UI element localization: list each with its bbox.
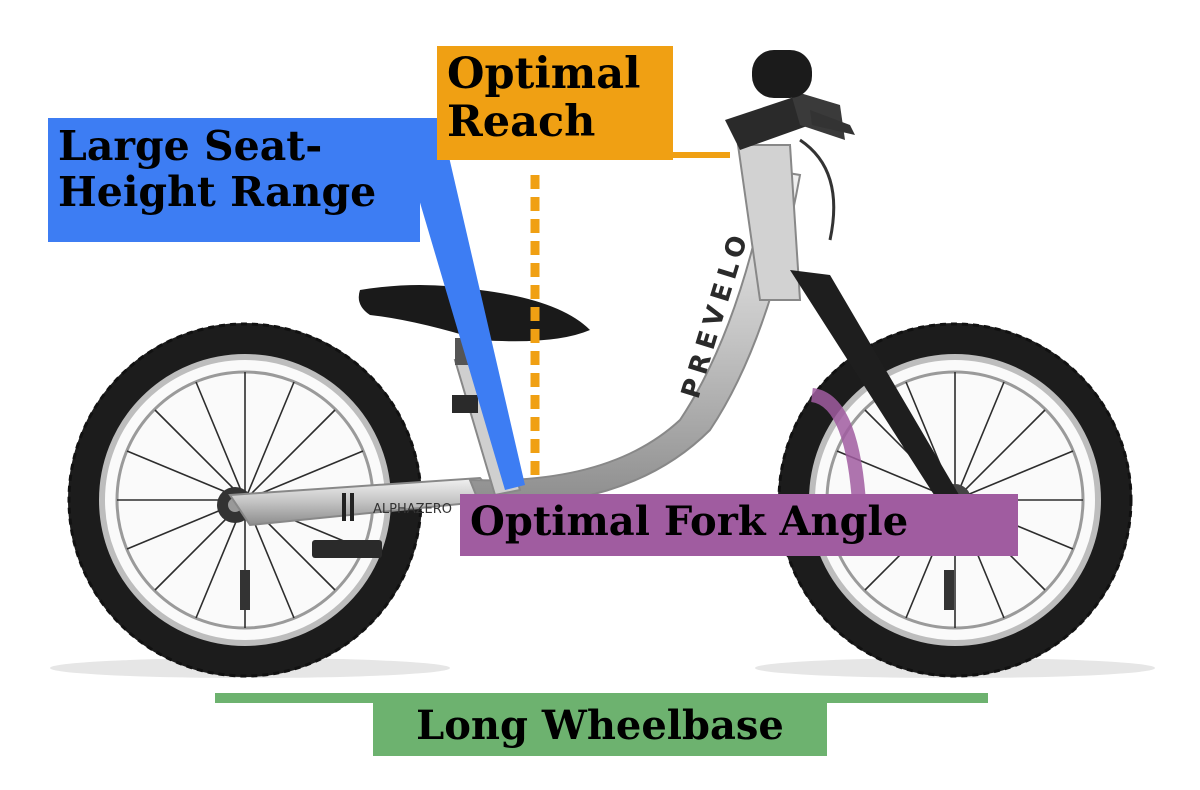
seat-height-pointer (395, 118, 525, 490)
wheelbase-label: Long Wheelbase (373, 700, 827, 756)
reach-label-line-2: Reach (447, 97, 596, 148)
fork-angle-label-text: Optimal Fork Angle (470, 498, 909, 545)
seat-height-label-line-2: Height Range (58, 167, 377, 216)
handlebar-grip (752, 50, 812, 98)
seat-height-label: Large Seat- Height Range (48, 118, 420, 242)
bike-frame: PREVELO ALPHAZERO (228, 50, 965, 558)
reach-label: Optimal Reach (437, 46, 673, 160)
seat-height-label-line-1: Large Seat- (58, 122, 323, 170)
reach-label-line-1: Optimal (447, 49, 641, 99)
chainstay-model-decal: ALPHAZERO (373, 502, 452, 517)
footrest (312, 540, 382, 558)
wheelbase-bar (215, 693, 988, 703)
wheelbase-label-text: Long Wheelbase (416, 702, 784, 749)
fork-angle-label: Optimal Fork Angle (460, 494, 1018, 556)
